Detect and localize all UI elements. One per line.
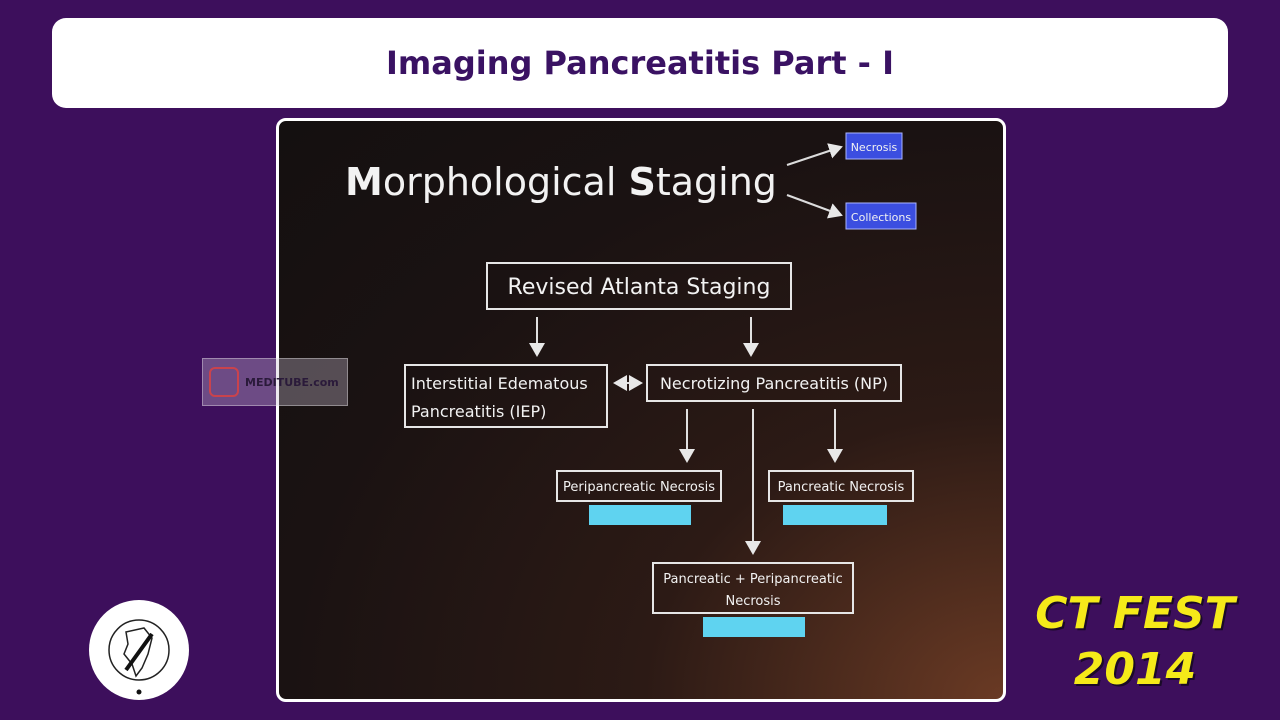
panc-label: Pancreatic Necrosis	[778, 480, 905, 495]
combo-label-line2: Necrosis	[725, 594, 780, 609]
peri-node-box	[556, 470, 722, 502]
panc-node-box	[768, 470, 914, 502]
peri-cyan-bar	[589, 505, 691, 525]
root-node-box	[486, 262, 792, 310]
meditube-watermark: MEDITUBE.com	[202, 358, 348, 406]
heading-rest-2: taging	[656, 160, 777, 204]
page-title: Imaging Pancreatitis Part - I	[385, 44, 894, 82]
combo-label-line1: Pancreatic + Peripancreatic	[663, 572, 842, 587]
root-node-label: Revised Atlanta Staging	[508, 275, 771, 300]
tag-necrosis: Necrosis	[851, 141, 898, 154]
heading-cap-s: S	[628, 160, 655, 204]
staging-diagram: Morphological Staging Necrosis Collectio…	[345, 132, 917, 637]
combo-cyan-bar	[703, 617, 805, 637]
slide-heading: Morphological Staging	[345, 160, 777, 204]
iria-logo-icon	[89, 600, 189, 700]
combo-node-box	[652, 562, 854, 614]
np-node-box	[646, 364, 902, 402]
heading-cap-m: M	[345, 160, 383, 204]
arrow-to-necrosis	[786, 143, 843, 166]
ct-fest-label: CT FEST	[1035, 588, 1235, 639]
peri-label: Peripancreatic Necrosis	[563, 480, 715, 495]
title-banner: Imaging Pancreatitis Part - I	[52, 18, 1228, 108]
tag-collections: Collections	[851, 211, 911, 224]
tag-collections-box	[845, 202, 917, 230]
meditube-logo-icon	[209, 367, 239, 397]
presentation-slide: Morphological Staging Necrosis Collectio…	[276, 118, 1006, 702]
iep-node-box	[404, 364, 608, 428]
iep-label-line2: Pancreatitis (IEP)	[411, 402, 546, 421]
ct-fest-year: 2014	[1073, 644, 1197, 695]
arrow-to-collections	[786, 194, 843, 219]
panc-cyan-bar	[783, 505, 887, 525]
watermark-text: MEDITUBE.com	[245, 375, 339, 389]
tag-necrosis-box	[845, 132, 903, 160]
iep-label-line1: Interstitial Edematous	[411, 374, 588, 393]
heading-rest-1: orphological	[383, 160, 629, 204]
np-label: Necrotizing Pancreatitis (NP)	[660, 374, 888, 393]
